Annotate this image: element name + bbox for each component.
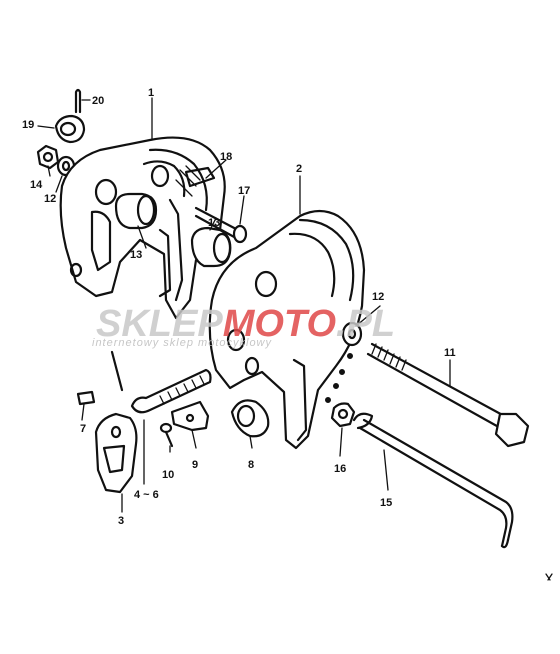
callout-labels: 1 2 3 4 ~ 6 7 8 9 10 11 12 12 13 13 14 1… xyxy=(22,87,456,527)
callout-12-right: 12 xyxy=(372,291,384,303)
part-2-clamp-bracket-right xyxy=(208,209,366,450)
part-16-nut xyxy=(330,402,356,428)
svg-text:SKLEPMOTO.PL: SKLEPMOTO.PL xyxy=(96,303,395,345)
callout-7: 7 xyxy=(80,423,86,435)
callout-8: 8 xyxy=(248,459,254,471)
part-7-pin xyxy=(76,390,96,406)
part-8-knob xyxy=(230,399,270,438)
part-15-tilt-rod xyxy=(352,412,514,549)
watermark: SKLEPMOTO.PL internetowy sklep motocyklo… xyxy=(92,303,395,349)
watermark-tagline: internetowy sklep motocyklowy xyxy=(92,337,273,349)
part-17-bolt xyxy=(194,206,248,244)
callout-16: 16 xyxy=(334,463,346,475)
watermark-brand-a: SKLEP xyxy=(96,303,223,345)
part-20-cotter-pin xyxy=(74,88,82,114)
callout-15: 15 xyxy=(380,497,392,509)
corner-mark xyxy=(545,573,553,581)
part-3-lock-plate xyxy=(94,412,138,494)
part-18-stay xyxy=(184,166,216,188)
part-14-nut xyxy=(36,144,60,170)
part-19-cap-nut xyxy=(54,114,86,144)
callout-3: 3 xyxy=(118,515,124,527)
callout-18: 18 xyxy=(220,151,232,163)
watermark-brand-c: .PL xyxy=(336,303,395,345)
part-10-screw xyxy=(159,422,174,448)
part-11-long-bolt xyxy=(366,342,530,448)
callout-9: 9 xyxy=(192,459,198,471)
callout-10: 10 xyxy=(162,469,174,481)
part-9-plate xyxy=(170,400,210,432)
watermark-brand-b: MOTO xyxy=(223,303,336,345)
callout-4-6: 4 ~ 6 xyxy=(134,489,159,501)
callout-13-left: 13 xyxy=(130,249,142,261)
callout-13-right: 13 xyxy=(208,217,220,229)
callout-1: 1 xyxy=(148,87,154,99)
part-13-bushing-left xyxy=(114,192,158,230)
callout-12-left: 12 xyxy=(44,193,56,205)
callout-19: 19 xyxy=(22,119,34,131)
callout-20: 20 xyxy=(92,95,104,107)
callout-17: 17 xyxy=(238,185,250,197)
leader-lines xyxy=(37,97,451,513)
part-4-6-threaded-rod xyxy=(110,350,212,414)
callout-11: 11 xyxy=(444,347,456,359)
part-13-bushing-right xyxy=(190,226,232,268)
callout-2: 2 xyxy=(296,163,302,175)
callout-14: 14 xyxy=(30,179,43,191)
